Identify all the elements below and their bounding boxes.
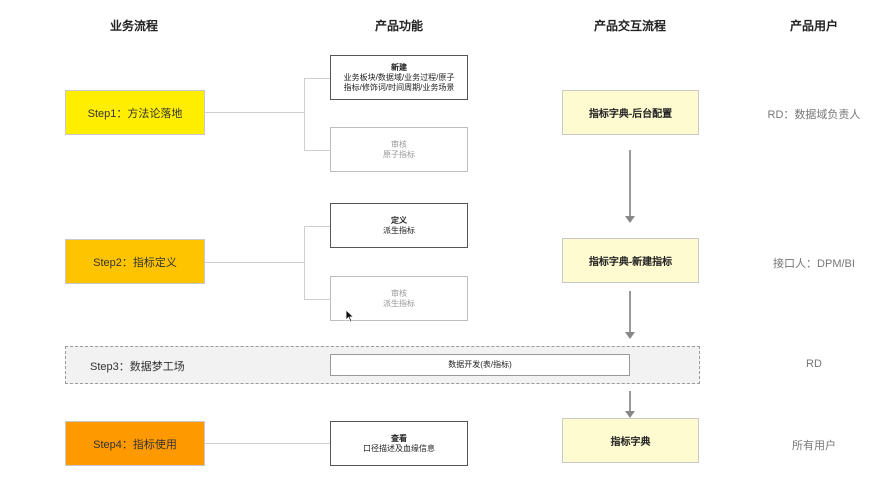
function-new-title: 新建	[391, 62, 407, 72]
user-rd: RD	[806, 358, 822, 370]
flow-arrow-down-icon	[625, 411, 635, 418]
flow-arrow-shaft	[629, 150, 631, 216]
function-view-line1: 口径描述及血缘信息	[363, 443, 435, 453]
user-interface-person: 接口人：DPM/BI	[773, 258, 855, 270]
user-all-users: 所有用户	[792, 440, 836, 452]
header-product-function: 产品功能	[374, 19, 423, 33]
function-define-title: 定义	[391, 215, 407, 225]
function-new-box: 新建 业务板块/数据域/业务过程/原子 指标/修饰词/时间周期/业务场景	[330, 55, 468, 100]
step1-label: Step1：方法论落地	[87, 107, 183, 120]
function-view-box: 查看 口径描述及血缘信息	[330, 421, 468, 466]
interaction-dictionary-box: 指标字典	[562, 418, 699, 463]
interaction-dictionary-label: 指标字典	[610, 437, 651, 448]
flow-arrow-down-icon	[625, 216, 635, 223]
flow-arrow-down-icon	[625, 332, 635, 339]
connector-line	[304, 78, 330, 79]
connector-line	[304, 299, 330, 300]
connector-line	[205, 443, 330, 444]
step3-label: Step3：数据梦工场	[90, 361, 185, 373]
function-new-line1: 业务板块/数据域/业务过程/原子	[343, 72, 455, 82]
connector-line	[304, 226, 305, 299]
function-review-atomic-box: 审核 原子指标	[330, 127, 468, 172]
header-business-flow: 业务流程	[109, 19, 158, 33]
step2-label: Step2：指标定义	[93, 256, 177, 269]
function-data-dev-title: 数据开发(表/指标)	[448, 360, 512, 369]
interaction-new-metric-box: 指标字典-新建指标	[562, 238, 699, 283]
step4-label: Step4：指标使用	[93, 438, 177, 451]
function-new-line2: 指标/修饰词/时间周期/业务场景	[343, 82, 455, 92]
interaction-backend-config-label: 指标字典-后台配置	[588, 109, 673, 120]
function-review-derived-line2: 派生指标	[383, 298, 415, 308]
connector-line	[304, 78, 305, 150]
flow-arrow-shaft	[629, 291, 631, 332]
user-rd-domain-owner: RD：数据域负责人	[767, 109, 861, 121]
function-review-derived-box: 审核 派生指标	[330, 276, 468, 321]
function-define-box: 定义 派生指标	[330, 203, 468, 248]
step4-box: Step4：指标使用	[65, 421, 205, 466]
function-review-atomic-line2: 原子指标	[383, 149, 415, 159]
mouse-cursor-icon	[345, 309, 355, 323]
function-data-dev-box: 数据开发(表/指标)	[330, 354, 630, 376]
connector-line	[304, 226, 330, 227]
connector-line	[205, 262, 304, 263]
function-define-line1: 派生指标	[383, 225, 415, 235]
step2-box: Step2：指标定义	[65, 239, 205, 284]
function-view-title: 查看	[391, 433, 407, 443]
interaction-backend-config-box: 指标字典-后台配置	[562, 90, 699, 135]
header-interaction-flow: 产品交互流程	[593, 19, 666, 33]
function-review-atomic-line1: 审核	[391, 139, 407, 149]
function-review-derived-line1: 审核	[391, 288, 407, 298]
header-product-users: 产品用户	[789, 19, 838, 33]
interaction-new-metric-label: 指标字典-新建指标	[588, 257, 673, 268]
step1-box: Step1：方法论落地	[65, 90, 205, 135]
connector-line	[205, 112, 304, 113]
connector-line	[304, 150, 330, 151]
flow-arrow-shaft	[629, 391, 631, 411]
